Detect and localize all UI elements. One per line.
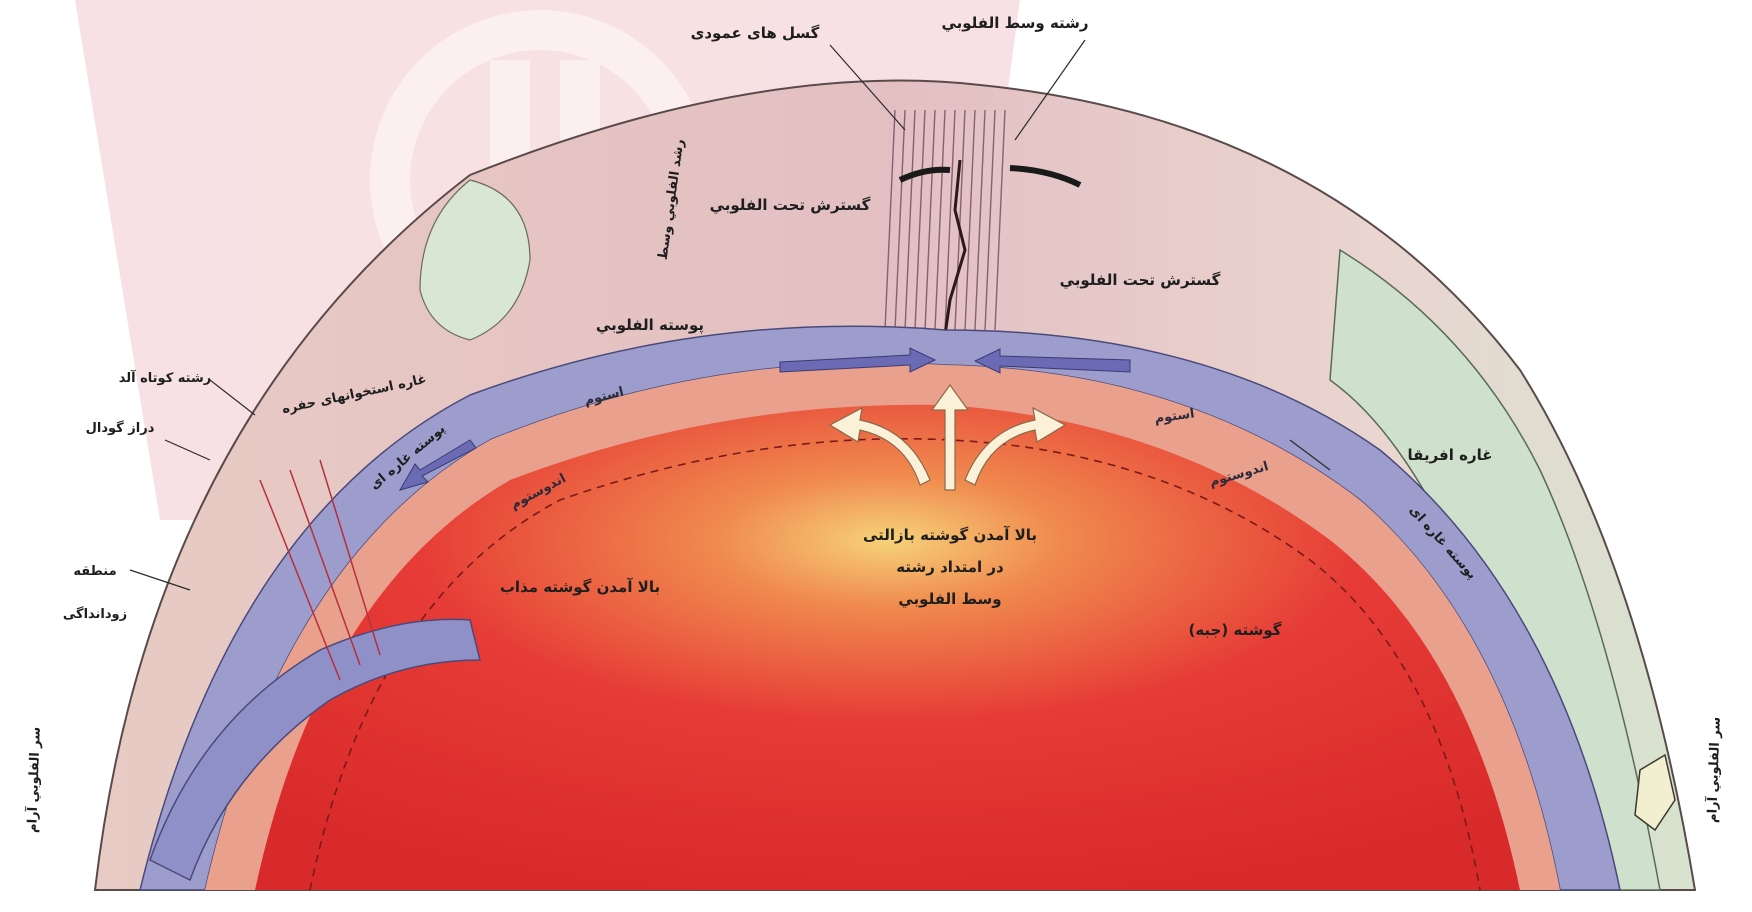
label-left-bottom-vertical: سر الفلوبي آرام	[23, 727, 44, 834]
label-right-mantle: گوشته (جبه)	[1188, 621, 1281, 639]
label-left-fiber-short: رشته کوتاه آلد	[119, 369, 212, 386]
label-right-bottom-vertical: سر الفلوبي آرام	[1703, 717, 1724, 824]
label-center-growth-3: وسط الفلوبي	[898, 590, 1001, 608]
label-right-plate: غاره افریقا	[1408, 446, 1493, 464]
label-center-growth-1: بالا آمدن گوشته بازالتی	[863, 526, 1037, 544]
label-left-long-fiber: دراز گودال	[86, 420, 155, 436]
label-center-growth-2: در امتداد رشته	[896, 558, 1004, 576]
label-top-vertical-fibers: گسل های عمودی	[691, 24, 820, 42]
label-left-cortex-2: پوسته الفلوبي	[596, 316, 704, 335]
label-left-region: منطقه	[73, 564, 116, 579]
label-right-cortex: گسترش تحت الفلوبي	[1060, 271, 1221, 289]
label-top-median-fiber: رشته وسط الفلوبي	[941, 14, 1088, 32]
label-left-cortex-1: گسترش تحت الفلوبي	[710, 196, 871, 214]
label-left-region-2: زودانداگی	[63, 606, 127, 622]
label-left-inner-growth: بالا آمدن گوشته مذاب	[500, 578, 660, 596]
